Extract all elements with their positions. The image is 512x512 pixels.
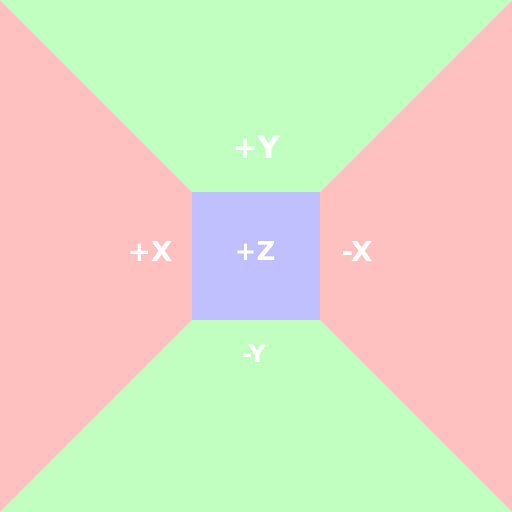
face-top: [0, 0, 512, 192]
face-left: [0, 0, 192, 512]
face-left-label: +X: [127, 235, 172, 268]
face-bottom-label: -Y: [242, 340, 266, 368]
face-center-label: +Z: [235, 237, 276, 267]
face-center: [192, 192, 320, 320]
face-top-label: +Y: [233, 131, 281, 166]
face-right: [320, 0, 512, 512]
face-bottom: [0, 320, 512, 512]
face-right-label: -X: [342, 235, 373, 268]
